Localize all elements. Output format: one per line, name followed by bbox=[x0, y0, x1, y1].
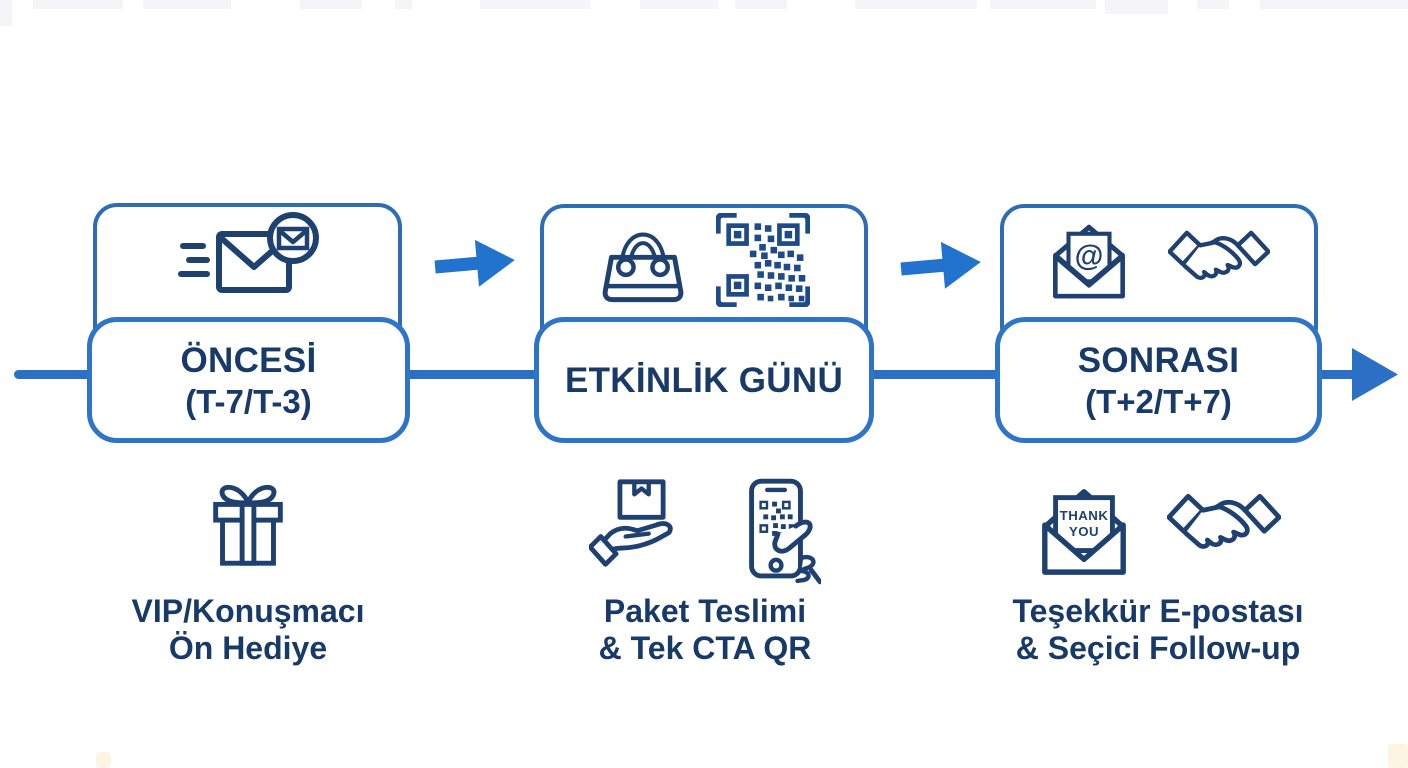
caption-line: Paket Teslimi bbox=[603, 593, 807, 629]
stage-3-detail-icons bbox=[948, 479, 1368, 579]
cropped-artifact-bar bbox=[1105, 0, 1168, 14]
flying-envelope-icon bbox=[173, 212, 323, 308]
cropped-artifact-bar bbox=[1260, 0, 1408, 9]
stage-2-label-box: ETKİNLİK GÜNÜ bbox=[534, 317, 874, 443]
cropped-artifact-spot bbox=[1388, 744, 1408, 768]
cropped-artifact-bar bbox=[33, 0, 123, 9]
caption-line: VIP/Konuşmacı bbox=[131, 593, 365, 629]
stage-2-caption: Paket Teslimi & Tek CTA QR bbox=[495, 593, 915, 667]
caption-line: & Tek CTA QR bbox=[598, 630, 812, 666]
stage-3-subtitle: (T+2/T+7) bbox=[1085, 382, 1232, 420]
flow-arrow-2 bbox=[900, 241, 981, 289]
stage-1-detail-icons bbox=[38, 476, 458, 574]
stage-1-subtitle: (T-7/T-3) bbox=[185, 382, 312, 420]
timeline-arrowhead bbox=[1352, 348, 1398, 401]
flow-arrow-1 bbox=[434, 239, 515, 287]
cropped-artifact-spot bbox=[96, 752, 111, 768]
cropped-artifact-bar bbox=[0, 0, 12, 26]
cropped-artifact-bar bbox=[990, 0, 1096, 9]
qr-code-icon bbox=[716, 213, 810, 307]
gift-icon bbox=[199, 476, 297, 574]
cropped-artifact-bar bbox=[395, 0, 412, 9]
cropped-artifact-bar bbox=[480, 0, 590, 9]
cropped-artifact-bar bbox=[640, 0, 718, 9]
stage-3-label-box: SONRASI (T+2/T+7) bbox=[995, 317, 1322, 443]
stage-2-detail-icons bbox=[495, 477, 915, 585]
cropped-artifact-bar bbox=[143, 0, 231, 9]
stage-2-title: ETKİNLİK GÜNÜ bbox=[564, 360, 844, 400]
email-at-icon bbox=[1048, 219, 1130, 301]
hand-package-icon bbox=[589, 477, 695, 573]
timeline-arrow-line bbox=[14, 348, 1398, 401]
handbag-icon bbox=[598, 214, 688, 306]
stage-3-title: SONRASI bbox=[1077, 340, 1240, 380]
cropped-artifact-bar bbox=[300, 0, 362, 9]
thank-you-envelope-icon bbox=[1035, 479, 1133, 579]
phone-qr-icon bbox=[733, 477, 821, 585]
caption-line: Teşekkür E-postası bbox=[1012, 593, 1304, 629]
stage-3-caption: Teşekkür E-postası & Seçici Follow-up bbox=[948, 593, 1368, 667]
cropped-artifact-bar bbox=[735, 0, 787, 9]
handshake-icon bbox=[1168, 228, 1270, 291]
stage-1-title: ÖNCESİ bbox=[180, 340, 317, 380]
handshake-icon bbox=[1167, 491, 1281, 561]
stage-1-caption: VIP/Konuşmacı Ön Hediye bbox=[38, 593, 458, 667]
cropped-artifact-bar bbox=[1197, 0, 1229, 9]
caption-line: & Seçici Follow-up bbox=[1015, 630, 1301, 666]
caption-line: Ön Hediye bbox=[168, 630, 328, 666]
cropped-artifact-bar bbox=[855, 0, 977, 9]
stage-1-label-box: ÖNCESİ (T-7/T-3) bbox=[87, 317, 410, 443]
